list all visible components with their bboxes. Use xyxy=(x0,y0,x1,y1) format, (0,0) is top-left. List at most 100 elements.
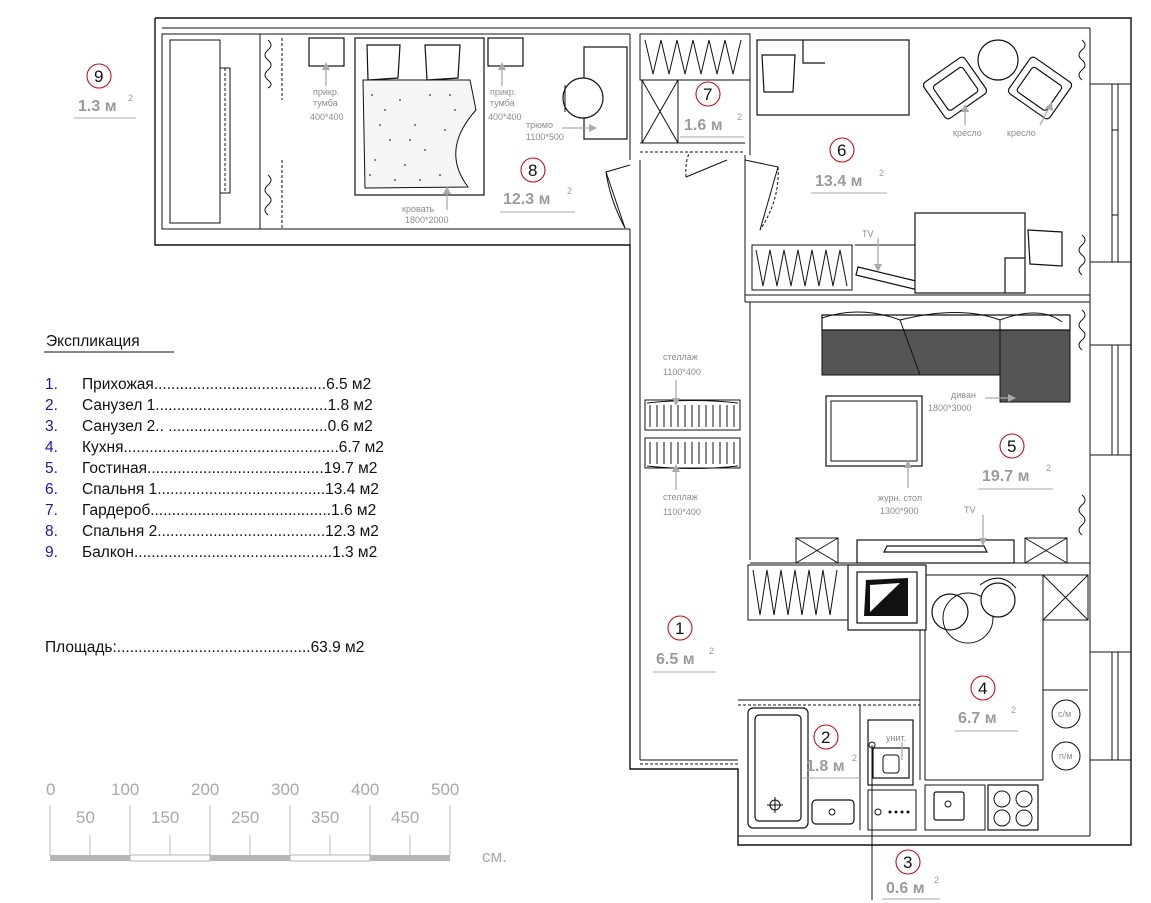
armchair-icon xyxy=(922,56,988,120)
legend-item-text: Прихожая................................… xyxy=(82,376,371,393)
legend-item-text: Гардероб................................… xyxy=(82,502,376,519)
shelf-bottom-label: стеллаж xyxy=(663,492,698,502)
shelf-top-size: 1100*400 xyxy=(663,367,701,377)
nightstand-left-size: 400*400 xyxy=(310,112,344,122)
armchair-icon xyxy=(1007,56,1073,120)
room-5-area: 19.7 м xyxy=(982,468,1029,485)
dining-table xyxy=(942,592,994,644)
nightstand-right xyxy=(487,37,524,67)
legend-item-number: 2. xyxy=(45,397,58,414)
scale-label-major: 500 xyxy=(431,780,459,799)
tv-bedroom-label: TV xyxy=(862,229,874,239)
svg-text:2: 2 xyxy=(737,112,742,122)
corridor-shelves xyxy=(644,399,741,469)
room-2-number: 2 xyxy=(821,728,830,747)
legend-item-text: Санузел 1...............................… xyxy=(82,397,373,414)
pillow-icon xyxy=(366,44,401,81)
scale-unit: см. xyxy=(482,847,507,866)
legend-item-number: 9. xyxy=(45,544,58,561)
room-7-number: 7 xyxy=(703,85,712,104)
pillow-icon xyxy=(424,44,461,81)
coffee-table-size: 1300*900 xyxy=(880,506,919,516)
nightstand-left-label: тумба xyxy=(313,98,338,108)
room-3-area: 0.6 м xyxy=(886,880,925,897)
svg-text:2: 2 xyxy=(1011,705,1016,715)
tv-living-label: TV xyxy=(964,505,976,515)
dishwasher-icon xyxy=(1051,741,1081,771)
svg-text:2: 2 xyxy=(1046,463,1051,473)
bedroom-2 xyxy=(260,33,631,230)
room-6-number: 6 xyxy=(837,141,846,160)
room-1-number: 1 xyxy=(675,619,684,638)
sink-icon xyxy=(933,791,965,821)
toilet-label: унит. xyxy=(886,733,906,743)
kitchen xyxy=(747,564,1089,831)
legend-item-text: Кухня...................................… xyxy=(82,439,384,456)
scale-label-minor: 250 xyxy=(231,808,259,827)
legend-item-number: 1. xyxy=(45,376,58,393)
nightstand-left-label: прикр. xyxy=(313,87,339,97)
chair-icon xyxy=(931,593,969,631)
nightstand-left xyxy=(308,37,345,67)
nightstand-right-label: тумба xyxy=(490,98,515,108)
svg-text:2: 2 xyxy=(128,93,133,103)
dresser-label: трюмо xyxy=(526,120,553,130)
chair-icon xyxy=(980,582,1016,618)
legend-item-number: 3. xyxy=(45,418,58,435)
legend-item-number: 7. xyxy=(45,502,58,519)
scale-label-minor: 150 xyxy=(151,808,179,827)
sofa-label: диван xyxy=(951,390,976,400)
scale-label-minor: 50 xyxy=(76,808,95,827)
room-8-area: 12.3 м xyxy=(503,191,550,208)
bedroom-1 xyxy=(744,39,1090,303)
room-3-number: 3 xyxy=(903,853,912,872)
living-room xyxy=(749,302,1090,564)
legend-item-text: Спальня 1...............................… xyxy=(82,481,379,498)
scale-label-minor: 350 xyxy=(311,808,339,827)
svg-text:2: 2 xyxy=(879,168,884,178)
legend-item-text: Балкон..................................… xyxy=(82,544,377,561)
washbasin xyxy=(811,799,855,825)
scale-label-major: 300 xyxy=(271,780,299,799)
room-labels: 9 1.3 м 2 8 12.3 м 2 7 1.6 м 2 6 13.4 м … xyxy=(74,63,1053,900)
pillow-icon xyxy=(1027,229,1063,267)
room-9-number: 9 xyxy=(94,67,103,86)
washing-machine-icon xyxy=(1051,699,1081,729)
room-4-number: 4 xyxy=(978,679,987,698)
legend-item-number: 6. xyxy=(45,481,58,498)
sofa xyxy=(821,329,1071,403)
legend-total: Площадь:................................… xyxy=(45,639,364,656)
pillow-icon xyxy=(761,54,796,93)
room-1-area: 6.5 м xyxy=(656,651,695,668)
round-table xyxy=(977,39,1019,81)
scale-label-major: 0 xyxy=(46,780,55,799)
furniture-labels: прикр. тумба 400*400 прикр. тумба 400*40… xyxy=(310,87,1073,761)
armchair-right-label: кресло xyxy=(1007,128,1036,138)
hob xyxy=(987,784,1039,831)
room-4-area: 6.7 м xyxy=(958,710,997,727)
coffee-table-label: журн. стол xyxy=(878,493,922,503)
scale-label-major: 200 xyxy=(191,780,219,799)
dresser-size: 1100*500 xyxy=(526,132,564,142)
stool-icon xyxy=(562,77,604,119)
room-9-area: 1.3 м xyxy=(78,98,117,115)
scale-label-major: 400 xyxy=(351,780,379,799)
svg-text:2: 2 xyxy=(852,753,857,763)
outer-walls xyxy=(154,17,1132,846)
legend-item-number: 4. xyxy=(45,439,58,456)
svg-text:2: 2 xyxy=(709,646,714,656)
legend-item-number: 5. xyxy=(45,460,58,477)
sofa-size: 1800*3000 xyxy=(928,403,972,413)
room-7-area: 1.6 м xyxy=(684,117,723,134)
legend-item-text: Спальня 2...............................… xyxy=(82,523,379,540)
room-5-number: 5 xyxy=(1007,437,1016,456)
legend-item-text: Гостиная................................… xyxy=(82,460,377,477)
wardrobe xyxy=(639,33,751,178)
room-6-area: 13.4 м xyxy=(815,173,862,190)
armchair-left-label: кресло xyxy=(953,128,982,138)
scale-label-minor: 450 xyxy=(391,808,419,827)
balcony xyxy=(161,33,261,230)
legend: Экспликация 1.Прихожая..................… xyxy=(44,333,384,656)
